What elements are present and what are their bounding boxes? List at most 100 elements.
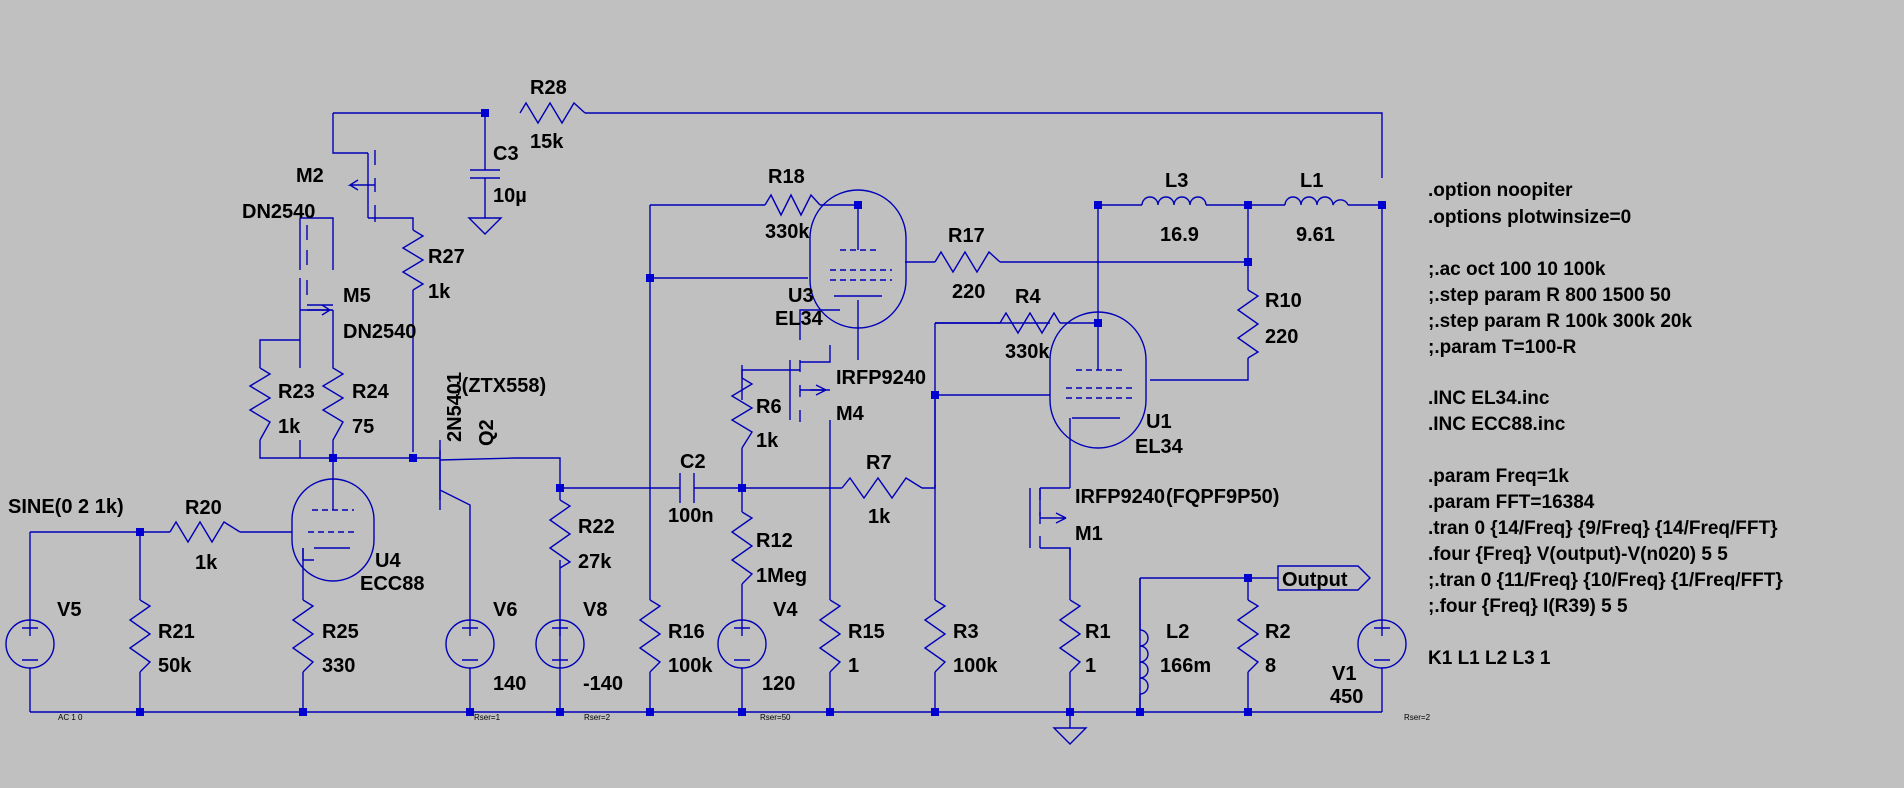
label-r12-value: 1Meg [756,565,807,587]
mosfet-m5[interactable] [299,218,333,316]
label-l2-name: L2 [1166,621,1189,643]
label-u3-value: EL34 [775,308,824,330]
output-port[interactable] [1277,565,1371,591]
directive-line[interactable]: .INC ECC88.inc [1428,414,1566,435]
tube-u1[interactable] [1049,311,1147,449]
label-c2-value: 100n [668,505,714,527]
label-u3-name: U3 [788,285,814,307]
label-r2-name: R2 [1265,621,1291,643]
capacitor-c3[interactable] [470,169,500,179]
label-r1-value: 1 [1085,655,1096,677]
resistor-r15[interactable] [818,599,842,673]
directive-line[interactable]: .INC EL34.inc [1428,388,1550,409]
label-q2-name: Q2 [476,419,498,446]
label-v1-value: 450 [1330,686,1363,708]
label-c3-name: C3 [493,143,519,165]
label-r25-name: R25 [322,621,359,643]
directive-line[interactable]: .param FFT=16384 [1428,492,1595,513]
label-r16-value: 100k [668,655,713,677]
label-r20-name: R20 [185,497,222,519]
resistor-r16[interactable] [638,599,662,673]
label-v4-name: V4 [773,599,798,621]
label-l1-value: 9.61 [1296,224,1335,246]
label-r28-name: R28 [530,77,567,99]
resistor-r24[interactable] [321,310,345,458]
label-r10-name: R10 [1265,290,1302,312]
resistor-r17[interactable] [934,250,1001,274]
directive-line[interactable]: ;.tran 0 {11/Freq} {10/Freq} {1/Freq/FFT… [1428,570,1783,591]
mosfet-m1[interactable] [1029,488,1067,548]
directive-line[interactable]: ;.step param R 800 1500 50 [1428,285,1671,306]
component-labels: R28 15k C3 10µ M2 DN2540 R27 1k M5 DN254… [8,77,1363,708]
voltage-sources [5,619,1407,669]
voltage-source-v5[interactable] [5,619,55,669]
label-m1-value: IRFP9240 [1075,486,1165,508]
mosfet-m4[interactable] [789,345,831,422]
tube-u3[interactable] [809,189,907,329]
label-r27-value: 1k [428,281,451,303]
resistor-r20[interactable] [169,520,241,544]
label-r15-name: R15 [848,621,885,643]
ground-icon [467,217,503,235]
voltage-source-v1[interactable] [1357,619,1407,669]
mosfet-m2[interactable] [347,150,376,222]
inductor-l2[interactable] [1139,578,1149,712]
label-v4-value: 120 [762,673,795,695]
resistor-r4[interactable] [999,311,1061,335]
label-r24-value: 75 [352,416,374,438]
directive-line[interactable]: K1 L1 L2 L3 1 [1428,648,1551,669]
directive-line[interactable]: .param Freq=1k [1428,466,1569,487]
directive-line[interactable]: .options plotwinsize=0 [1428,207,1631,228]
directive-line[interactable]: .option noopiter [1428,180,1573,201]
directive-line[interactable]: ;.ac oct 100 10 100k [1428,259,1606,280]
resistor-r25[interactable] [291,599,315,673]
resistor-r21[interactable] [128,599,152,673]
directive-line[interactable]: .tran 0 {14/Freq} {9/Freq} {14/Freq/FFT} [1428,518,1778,539]
resistor-r22[interactable] [548,499,572,569]
label-l1-name: L1 [1300,170,1323,192]
label-u4-value: ECC88 [360,573,424,595]
directive-line[interactable]: ;.step param R 100k 300k 20k [1428,311,1692,332]
label-r17-value: 220 [952,281,985,303]
label-m4-name: M4 [836,403,865,425]
label-r7-value: 1k [868,506,891,528]
resistor-r18[interactable] [764,193,821,217]
label-l3-name: L3 [1165,170,1188,192]
resistor-r27[interactable] [401,229,425,291]
resistor-r3[interactable] [923,599,947,673]
label-v1-name: V1 [1332,663,1356,685]
resistor-r2[interactable] [1236,599,1260,673]
rser-v8: Rser=2 [584,713,611,722]
junctions [136,109,1386,716]
directive-line[interactable]: ;.param T=100-R [1428,337,1577,358]
label-v6-value: 140 [493,673,526,695]
voltage-source-v8[interactable] [535,619,585,669]
resistor-r1[interactable] [1058,599,1082,673]
resistor-r7[interactable] [841,476,923,500]
label-r4-value: 330k [1005,341,1050,363]
resistor-r10[interactable] [1236,289,1260,359]
label-c2-name: C2 [680,451,706,473]
spice-directives: .option noopiter .options plotwinsize=0 … [1428,180,1783,669]
label-r23-value: 1k [278,416,301,438]
label-m2-value: DN2540 [242,201,315,223]
label-r27-name: R27 [428,246,465,268]
resistor-r28[interactable] [519,101,586,125]
tube-u4[interactable] [291,478,375,582]
tubes [291,189,1147,582]
resistor-r23[interactable] [248,367,272,441]
inductor-l1[interactable] [1284,196,1349,206]
label-v8-name: V8 [583,599,607,621]
voltage-source-v4[interactable] [717,619,767,669]
resistor-r6[interactable] [730,370,754,449]
label-l3-value: 16.9 [1160,224,1199,246]
resistor-r12[interactable] [730,511,754,585]
capacitors [470,169,742,503]
label-r18-name: R18 [768,166,805,188]
voltage-source-v6[interactable] [445,619,495,669]
directive-line[interactable]: .four {Freq} V(output)-V(n020) 5 5 [1428,544,1728,565]
inductor-l3[interactable] [1141,196,1207,206]
label-m5-value: DN2540 [343,321,416,343]
label-r7-name: R7 [866,452,892,474]
directive-line[interactable]: ;.four {Freq} I(R39) 5 5 [1428,596,1628,617]
